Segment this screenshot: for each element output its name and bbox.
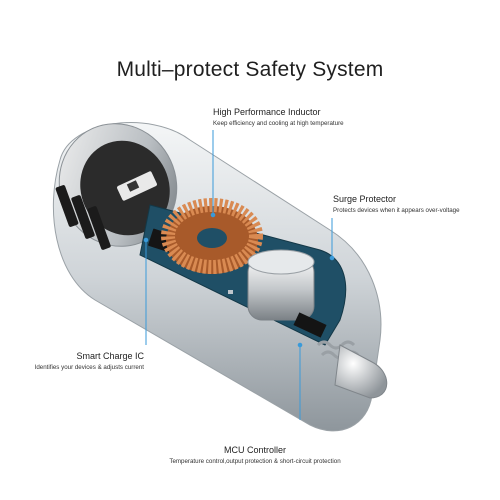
page-title: Multi–protect Safety System (116, 58, 384, 81)
callout-smart-ic: Smart Charge IC Identifies your devices … (14, 351, 144, 371)
leader-dot-surge (329, 255, 335, 261)
callout-mcu-desc: Temperature control,output protection & … (169, 458, 341, 465)
callout-surge: Surge Protector Protects devices when it… (333, 194, 460, 214)
callout-inductor-desc: Keep efficiency and cooling at high temp… (213, 120, 344, 127)
callout-inductor: High Performance Inductor Keep efficienc… (213, 107, 344, 127)
callout-mcu: MCU Controller Temperature control,outpu… (150, 445, 360, 465)
callout-inductor-heading: High Performance Inductor (213, 107, 321, 117)
leader-dot-smart-ic (143, 237, 149, 243)
inductor-coil (161, 198, 263, 274)
callout-smart-ic-desc: Identifies your devices & adjusts curren… (34, 364, 144, 371)
surge-protector-capacitor (247, 249, 315, 321)
callout-surge-heading: Surge Protector (333, 194, 397, 204)
callout-surge-desc: Protects devices when it appears over-vo… (333, 207, 460, 214)
leader-dot-mcu (297, 342, 303, 348)
mcu-chip (293, 312, 327, 338)
callout-smart-ic-heading: Smart Charge IC (76, 351, 144, 361)
leader-dot-inductor (210, 212, 216, 218)
positive-tip (334, 344, 388, 399)
callout-mcu-heading: MCU Controller (223, 445, 286, 455)
